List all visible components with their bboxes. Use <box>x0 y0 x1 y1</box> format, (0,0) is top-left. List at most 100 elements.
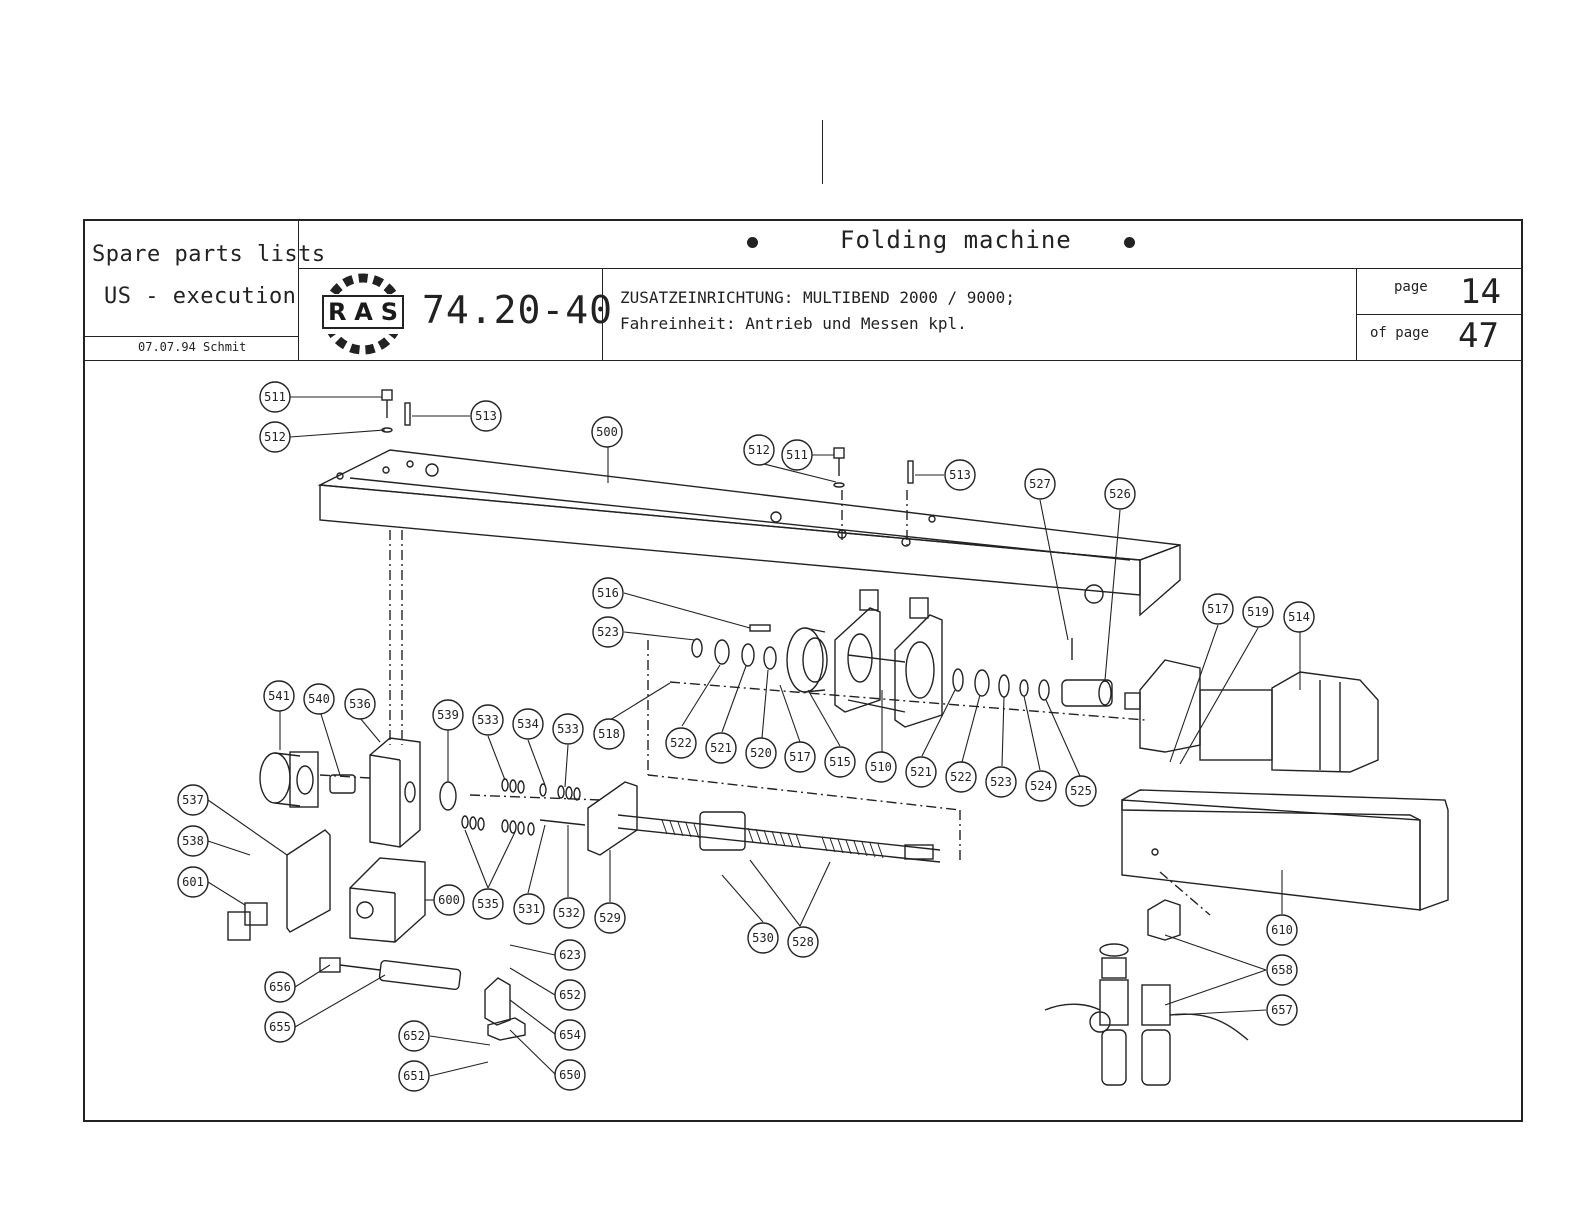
svg-text:527: 527 <box>1029 477 1051 491</box>
spare-parts-label: Spare parts lists <box>92 242 326 267</box>
svg-text:528: 528 <box>792 935 814 949</box>
callout-651: 651 <box>398 1060 430 1092</box>
left-block-divider <box>298 219 299 360</box>
callout-533-b: 533 <box>552 713 584 745</box>
drawing-frame <box>83 219 1523 1122</box>
date-line <box>83 336 298 337</box>
rings-left <box>691 624 777 670</box>
pin-513 <box>404 402 1073 660</box>
callout-656: 656 <box>264 971 296 1003</box>
cover-610 <box>1121 789 1449 911</box>
svg-text:511: 511 <box>264 390 286 404</box>
description-line-2: Fahreinheit: Antrieb und Messen kpl. <box>620 314 967 333</box>
callout-520: 520 <box>745 737 777 769</box>
svg-text:520: 520 <box>750 746 772 760</box>
svg-text:524: 524 <box>1030 779 1052 793</box>
svg-text:521: 521 <box>910 765 932 779</box>
svg-text:652: 652 <box>559 988 581 1002</box>
screw-511-top <box>381 389 845 476</box>
callout-527: 527 <box>1024 468 1056 500</box>
svg-text:512: 512 <box>264 430 286 444</box>
svg-text:525: 525 <box>1070 784 1092 798</box>
svg-text:657: 657 <box>1271 1003 1293 1017</box>
callout-601: 601 <box>177 866 209 898</box>
encoder-541 <box>259 751 356 808</box>
title-bullet-right <box>1124 237 1135 248</box>
svg-text:655: 655 <box>269 1020 291 1034</box>
document-number: 74.20-40 <box>422 288 614 332</box>
flange-515 <box>786 627 828 693</box>
callout-652-a: 652 <box>554 979 586 1011</box>
svg-text:531: 531 <box>518 902 540 916</box>
bearing-block-510 <box>834 589 943 728</box>
execution-label: US - execution <box>104 284 297 309</box>
top-center-mark <box>822 120 823 184</box>
cover-600 <box>349 857 426 943</box>
callout-655: 655 <box>264 1011 296 1043</box>
beam-500 <box>317 449 1181 617</box>
svg-text:658: 658 <box>1271 963 1293 977</box>
callout-658: 658 <box>1266 954 1298 986</box>
callout-531: 531 <box>513 893 545 925</box>
docno-divider <box>602 268 603 360</box>
header-bottom-line <box>83 360 1523 361</box>
rings-right <box>952 668 1050 701</box>
ras-logo: R A S <box>322 295 404 329</box>
callout-522-b: 522 <box>945 761 977 793</box>
callout-517-a: 517 <box>1202 593 1234 625</box>
svg-text:516: 516 <box>597 586 619 600</box>
logo-letter-r: R <box>327 298 347 326</box>
callout-511-a: 511 <box>259 381 291 413</box>
plate-529 <box>587 781 638 856</box>
svg-text:537: 537 <box>182 793 204 807</box>
svg-text:523: 523 <box>597 625 619 639</box>
callout-521-b: 521 <box>905 756 937 788</box>
callout-514: 514 <box>1283 601 1315 633</box>
callout-650: 650 <box>554 1059 586 1091</box>
callout-537: 537 <box>177 784 209 816</box>
svg-text:536: 536 <box>349 697 371 711</box>
callout-513-b: 513 <box>944 459 976 491</box>
svg-text:529: 529 <box>599 911 621 925</box>
callout-654: 654 <box>554 1019 586 1051</box>
svg-text:533: 533 <box>557 722 579 736</box>
callout-510: 510 <box>865 751 897 783</box>
page-label: page <box>1394 279 1428 295</box>
svg-text:515: 515 <box>829 755 851 769</box>
svg-text:526: 526 <box>1109 487 1131 501</box>
plate-537 <box>286 829 331 933</box>
block-536 <box>369 737 421 848</box>
callout-523-b: 523 <box>985 766 1017 798</box>
svg-text:650: 650 <box>559 1068 581 1082</box>
svg-text:539: 539 <box>437 708 459 722</box>
total-pages: 47 <box>1458 316 1499 356</box>
svg-text:522: 522 <box>670 736 692 750</box>
callout-610: 610 <box>1266 914 1298 946</box>
callout-530: 530 <box>747 922 779 954</box>
callout-521-a: 521 <box>705 732 737 764</box>
svg-text:651: 651 <box>403 1069 425 1083</box>
page-split-line <box>1356 314 1523 315</box>
svg-text:532: 532 <box>558 906 580 920</box>
machine-title: Folding machine <box>840 226 1072 254</box>
callout-522-a: 522 <box>665 727 697 759</box>
svg-text:517: 517 <box>789 750 811 764</box>
callout-512-b: 512 <box>743 434 775 466</box>
callout-526: 526 <box>1104 478 1136 510</box>
svg-text:513: 513 <box>949 468 971 482</box>
callout-512-a: 512 <box>259 421 291 453</box>
motor-514 <box>1124 659 1379 773</box>
callout-519: 519 <box>1242 596 1274 628</box>
svg-text:512: 512 <box>748 443 770 457</box>
svg-text:535: 535 <box>477 897 499 911</box>
svg-text:541: 541 <box>268 689 290 703</box>
logo-letter-a: A <box>354 298 373 326</box>
cylinder-655 <box>319 957 526 1041</box>
callout-535: 535 <box>472 888 504 920</box>
svg-text:601: 601 <box>182 875 204 889</box>
callout-541: 541 <box>263 680 295 712</box>
coupling-526 <box>1061 679 1113 707</box>
svg-text:652: 652 <box>403 1029 425 1043</box>
svg-text:521: 521 <box>710 741 732 755</box>
